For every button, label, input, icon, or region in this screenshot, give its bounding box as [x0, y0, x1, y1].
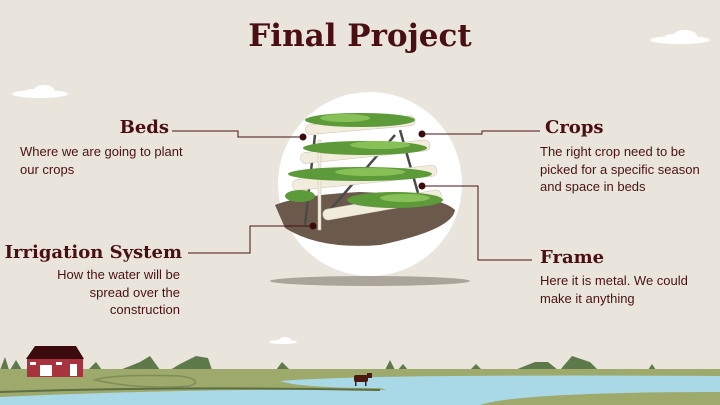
frame-heading: Frame: [540, 247, 605, 268]
hydroponic-planter-image: [275, 113, 455, 246]
irrigation-heading: Irrigation System: [4, 242, 182, 263]
barn-icon: [26, 346, 84, 377]
cloud-icon: [12, 30, 710, 344]
irrigation-description: How the water will be spread over the co…: [57, 267, 180, 317]
shadow: [270, 276, 470, 286]
crops-description: The right crop need to be picked for a s…: [540, 144, 700, 194]
beds-heading: Beds: [119, 117, 169, 138]
connector-dots: [299, 130, 426, 230]
treeline: [0, 356, 656, 370]
cow-icon: [354, 373, 372, 386]
crops-heading: Crops: [545, 117, 604, 138]
beds-description: Where we are going to plant our crops: [20, 144, 183, 177]
frame-description: Here it is metal. We could make it anyth…: [540, 273, 688, 306]
page-title: Final Project: [248, 18, 472, 54]
connector-lines: [172, 130, 540, 261]
